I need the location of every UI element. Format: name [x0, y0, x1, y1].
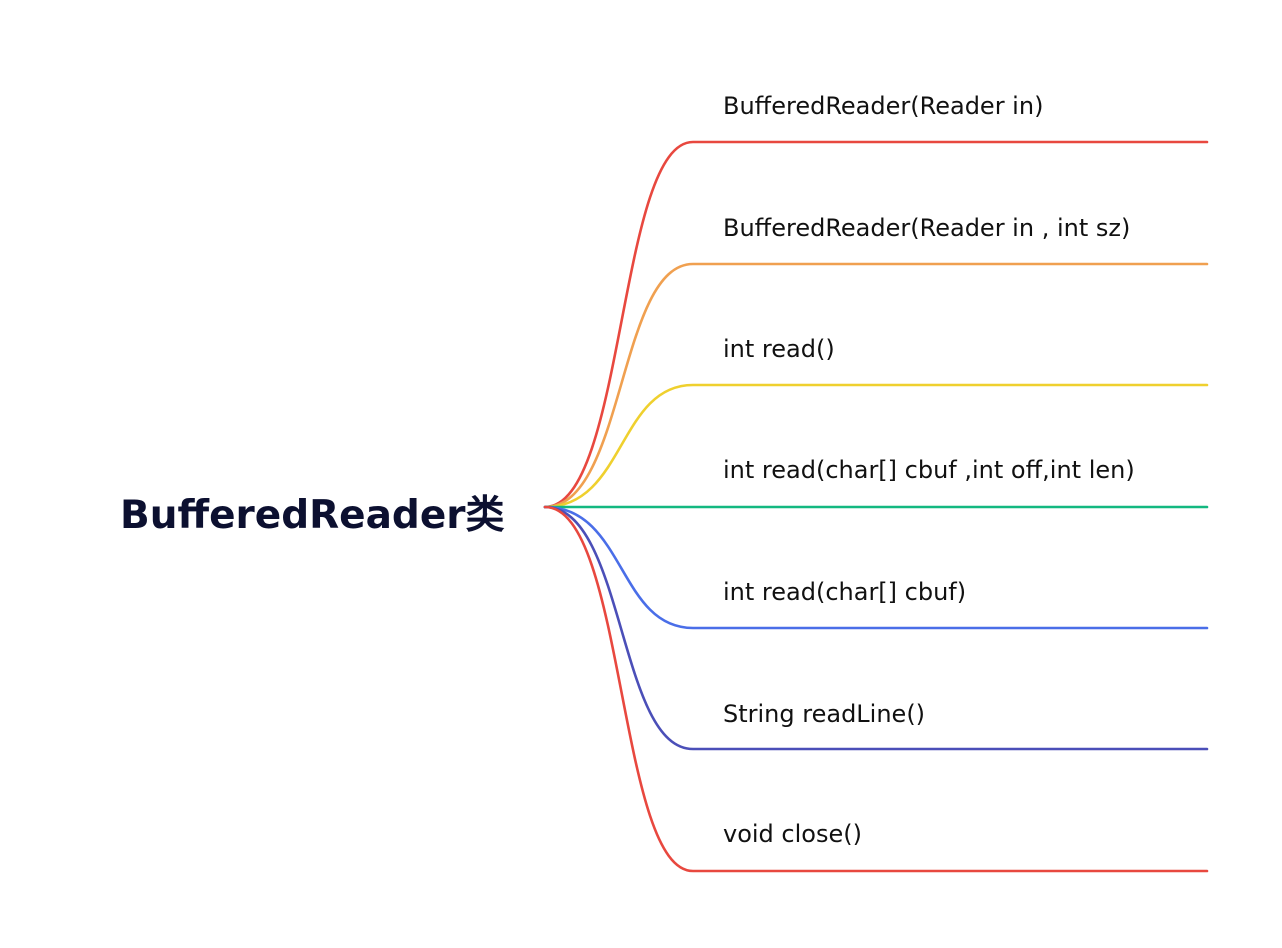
branch-connector-6 [543, 505, 1209, 751]
branch-topic-bufferedreader-reader-in[interactable]: BufferedReader(Reader in) [723, 92, 1044, 120]
branch-connector-1 [543, 140, 1209, 509]
branch-topic-int-read[interactable]: int read() [723, 335, 835, 363]
branch-topic-string-readline[interactable]: String readLine() [723, 700, 926, 728]
branch-topic-bufferedreader-reader-in-int-sz[interactable]: BufferedReader(Reader in , int sz) [723, 214, 1131, 242]
branch-topic-int-read-cbuf-off-len[interactable]: int read(char[] cbuf ,int off,int len) [723, 456, 1135, 484]
branch-topic-void-close[interactable]: void close() [723, 820, 862, 848]
branch-connector-2 [543, 262, 1209, 509]
root-topic[interactable]: BufferedReader类 [120, 493, 505, 538]
branch-topic-int-read-cbuf[interactable]: int read(char[] cbuf) [723, 578, 967, 606]
branch-connector-3 [543, 383, 1209, 509]
branch-connector-5 [543, 505, 1209, 630]
branch-connector-7 [543, 505, 1209, 873]
